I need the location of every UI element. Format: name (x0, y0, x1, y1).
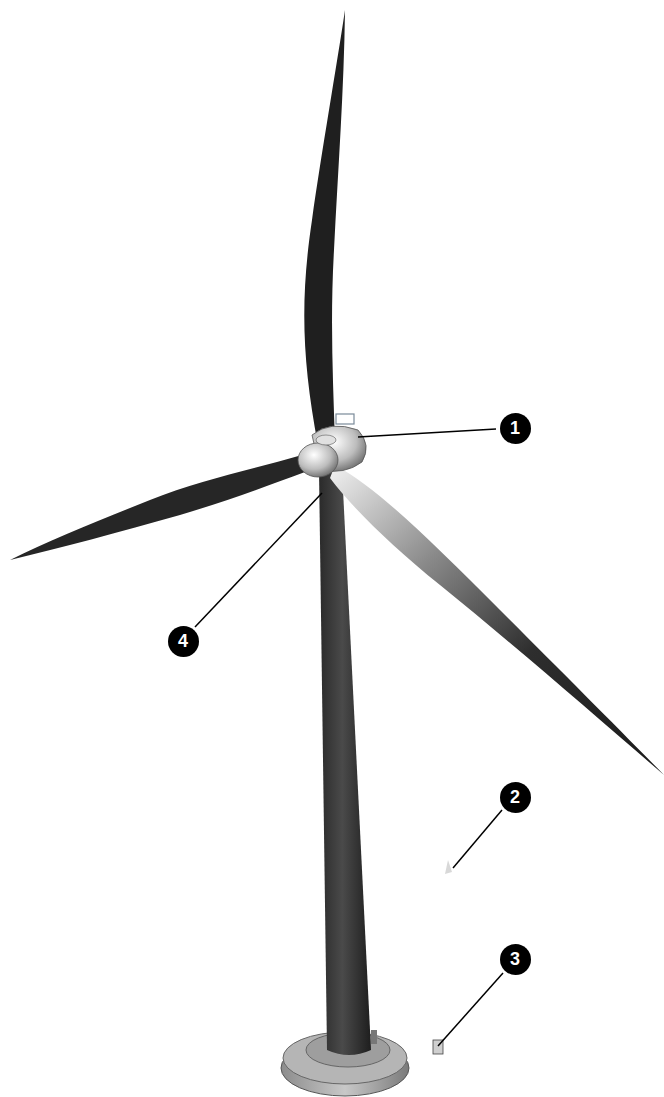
callout-number: 4 (168, 626, 199, 657)
leader-line (438, 973, 503, 1046)
rotor-blade (330, 465, 664, 775)
rotor-blade (10, 455, 305, 560)
leader-line (358, 429, 496, 437)
rotor-blade (304, 10, 345, 445)
leader-line (195, 493, 322, 627)
tower (319, 470, 371, 1055)
callout-number: 3 (500, 944, 531, 975)
leader-lines (195, 429, 503, 1046)
leader-line (453, 810, 502, 868)
blade-root (316, 435, 336, 445)
callout-number: 2 (500, 782, 531, 813)
rotor-hub (298, 443, 338, 477)
callout-number: 1 (500, 413, 531, 444)
nacelle-railing (336, 414, 354, 424)
tower-light (445, 860, 452, 874)
tower-door (371, 1030, 377, 1044)
